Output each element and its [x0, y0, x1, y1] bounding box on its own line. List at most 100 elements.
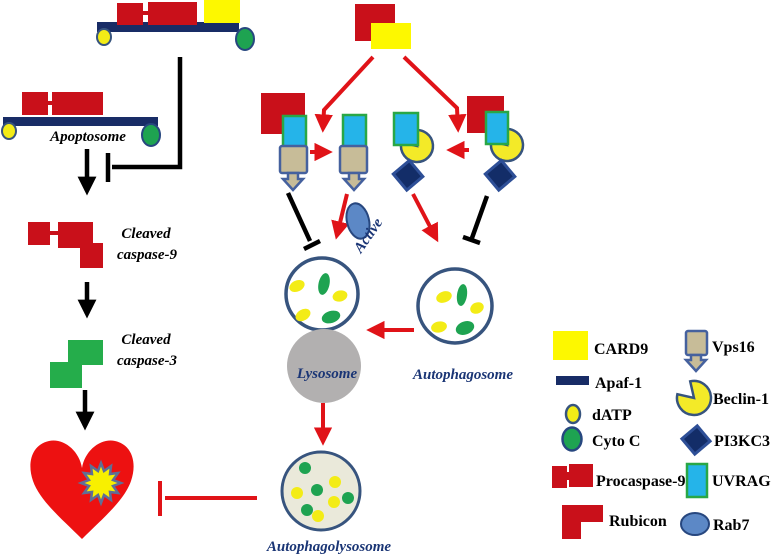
cargo-dot	[321, 310, 341, 324]
legend-procaspase9-icon	[552, 466, 567, 488]
pi3kc3-icon	[391, 158, 425, 193]
legend-beclin1-icon	[675, 379, 713, 417]
cargo-dot	[328, 496, 340, 508]
legend-cytoc-icon	[561, 426, 583, 452]
vps16-icon	[278, 144, 309, 175]
legend-rab7-label: Rab7	[713, 517, 749, 534]
apoptosome-label: Apoptosome	[49, 129, 126, 145]
lysosome: Lysosome	[287, 329, 361, 403]
cargo-dot	[295, 308, 311, 322]
cargo-dot	[311, 484, 323, 496]
arrow	[411, 193, 439, 243]
lysosome-icon	[287, 329, 361, 403]
arrow	[314, 55, 375, 133]
procaspase9-linker-icon	[47, 101, 53, 105]
legend-vps16-icon	[683, 353, 709, 373]
cargo-dot	[455, 321, 475, 335]
autophagosome-label: Autophagosome	[412, 367, 513, 383]
fusing-autophagosome	[284, 256, 360, 332]
procaspase9-icon	[52, 92, 103, 115]
arrow	[402, 55, 467, 133]
procaspase9-linker-icon	[142, 11, 149, 15]
cargo-dot	[299, 462, 311, 474]
inhibition-tbar	[302, 238, 322, 252]
rubicon-uvrag-beclin1-pi3kc3-complex	[467, 96, 525, 193]
legend-pi3kc3-icon	[679, 423, 713, 457]
autophagolysosome-label: Autophagolysosome	[266, 539, 392, 555]
legend-vps16-icon	[684, 329, 709, 357]
apaf1-bar-icon	[97, 22, 239, 32]
damage-starburst-icon	[77, 459, 125, 507]
procaspase9-icon	[22, 92, 48, 115]
legend-rubicon-label: Rubicon	[609, 513, 667, 530]
rab7-icon	[345, 202, 371, 240]
legend-apaf1-label: Apaf-1	[595, 375, 642, 392]
card9-icon	[371, 23, 411, 49]
vps16-icon	[338, 144, 369, 175]
legend-apaf1-icon	[556, 376, 589, 385]
lysosome-label: Lysosome	[296, 366, 358, 382]
legend: CARD9 Apaf-1 dATP Cyto C Procaspase-9 Ru…	[552, 329, 771, 539]
card9-icon	[204, 0, 240, 23]
vps16-arrow-icon	[341, 171, 367, 192]
legend-datp-icon	[564, 403, 582, 425]
heart-icon	[30, 440, 134, 539]
apaf1-bar-icon	[3, 117, 158, 126]
cargo-dot	[436, 291, 452, 303]
cleaved-caspase3-label-2: caspase-3	[117, 353, 177, 369]
legend-card9-icon	[553, 331, 588, 360]
legend-procaspase9-icon	[566, 472, 570, 480]
cargo-dot	[470, 302, 484, 314]
legend-beclin1-label: Beclin-1	[713, 391, 769, 408]
legend-cytoc-label: Cyto C	[592, 433, 640, 450]
cargo-dot	[301, 504, 313, 516]
uvrag-icon	[392, 111, 420, 147]
cleaved-caspase9-linker-icon	[49, 231, 58, 235]
autophagosome: Autophagosome	[412, 267, 513, 383]
legend-procaspase9-label: Procaspase-9	[596, 473, 685, 490]
beclin1-icon	[399, 128, 435, 164]
legend-uvrag-icon	[685, 462, 709, 499]
uvrag-icon	[484, 110, 510, 146]
cleaved-caspase9-icon	[80, 243, 103, 268]
inhibition-line	[285, 192, 313, 242]
uvrag-vps16-complex	[338, 113, 369, 192]
cleaved-caspase3-icon	[68, 340, 103, 365]
inhibition-tbar	[462, 234, 481, 246]
procaspase9-icon	[117, 3, 143, 25]
datp-icon	[1, 122, 17, 140]
uvrag-beclin1-pi3kc3-complex	[391, 111, 435, 193]
autophagolysosome: Autophagolysosome	[266, 450, 392, 555]
legend-procaspase9-icon	[569, 464, 593, 487]
legend-card9-label: CARD9	[594, 341, 648, 358]
card9-apoptosome-complex	[96, 0, 255, 51]
uvrag-icon	[281, 114, 308, 150]
rubicon-uvrag-vps16-complex	[261, 93, 309, 192]
legend-rubicon-icon	[562, 505, 603, 539]
cleaved-caspase9-icon	[28, 222, 50, 245]
rab7-active: Active	[345, 202, 386, 257]
legend-rab7-icon	[680, 512, 710, 536]
uvrag-icon	[341, 113, 368, 149]
arrow	[331, 193, 350, 240]
cleaved-caspase3-label-1: Cleaved	[121, 332, 171, 348]
vps16-arrow-icon	[280, 171, 306, 192]
legend-vps16-label: Vps16	[712, 339, 755, 356]
cleaved-caspase9-label-1: Cleaved	[121, 226, 171, 242]
beclin1-icon	[489, 127, 525, 163]
cargo-dot	[329, 476, 341, 488]
legend-uvrag-label: UVRAG	[712, 473, 771, 490]
cargo-dot	[456, 284, 468, 306]
cleaved-caspase3-icon	[50, 362, 82, 388]
cargo-dot	[342, 492, 354, 504]
cargo-dot	[318, 273, 330, 295]
cargo-dot	[289, 279, 305, 293]
datp-icon	[96, 28, 112, 46]
legend-datp-label: dATP	[592, 407, 632, 424]
inhibition-line	[469, 195, 490, 239]
inhibition-line	[112, 57, 183, 170]
card9-rubicon-complex	[355, 4, 411, 49]
cleaved-caspase9: Cleaved caspase-9	[28, 222, 177, 268]
